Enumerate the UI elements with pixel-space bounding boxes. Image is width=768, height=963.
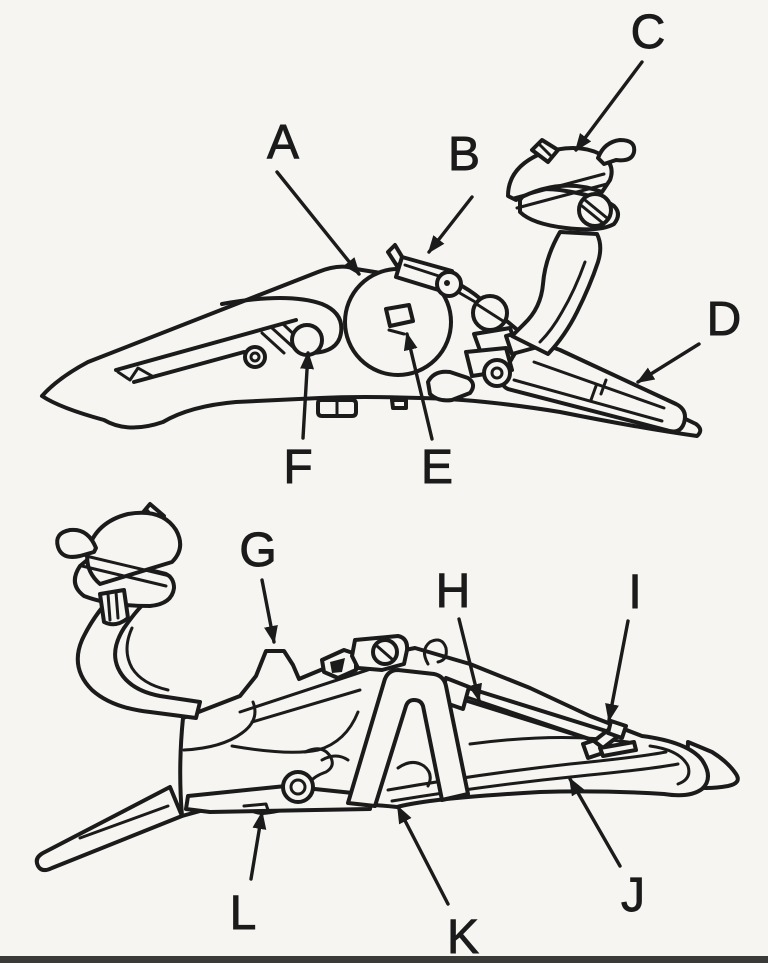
plate-tail-line xyxy=(78,804,170,840)
dog-spring-leaf-2 xyxy=(512,378,664,423)
callout-B: B xyxy=(427,128,480,254)
callout-arrow-A xyxy=(275,170,361,276)
plate-edge-inner-line-2 xyxy=(250,688,362,724)
bottom-edge-step xyxy=(242,802,270,812)
callout-D: D xyxy=(636,293,742,384)
wheel-axle-square xyxy=(384,303,415,328)
wheel-axle-mark xyxy=(387,328,406,336)
cock-neck xyxy=(510,230,603,356)
callout-letter-E: E xyxy=(421,441,453,494)
bottom-cock-neck-line xyxy=(125,626,170,692)
plate-interior-curve-1 xyxy=(182,700,257,752)
mainspring-stud-hole xyxy=(249,351,261,363)
plate-screw-slot xyxy=(476,303,505,323)
callout-K: K xyxy=(396,805,479,963)
spring-link-curve-2 xyxy=(320,754,350,762)
callout-A: A xyxy=(267,116,361,276)
pan-knob-dot xyxy=(444,280,450,286)
sear-arm-ring-hole xyxy=(289,778,307,796)
plate-end-inner-curve xyxy=(648,744,691,786)
callout-G: G xyxy=(239,524,278,644)
cock-jaw-gap-lines xyxy=(512,172,609,210)
lower-spring-leaf-1 xyxy=(386,750,668,792)
mainspring-hook xyxy=(220,296,344,355)
callout-letter-J: J xyxy=(621,869,645,922)
callout-arrow-K xyxy=(396,805,450,906)
callout-F: F xyxy=(283,351,315,494)
cock-spur xyxy=(596,138,637,166)
callout-arrow-E xyxy=(403,332,434,441)
sear-arm-ring xyxy=(281,770,315,804)
callout-arrow-J xyxy=(568,777,622,868)
bottom-cock-top-jaw xyxy=(85,510,183,586)
dog-spring-leaf-1 xyxy=(532,360,666,410)
scan-artifact-strip xyxy=(0,956,768,963)
callout-C: C xyxy=(574,6,666,152)
bridle-left-lug-wedge xyxy=(330,658,345,673)
dog-spring-notch xyxy=(589,378,608,402)
bottom-cock-spur xyxy=(55,527,98,559)
bottom-cock-jaw-screw xyxy=(98,588,130,627)
callout-letter-D: D xyxy=(707,293,742,346)
callout-letter-K: K xyxy=(447,911,479,963)
cock-pivot-ring xyxy=(482,358,512,388)
inner-mainspring-v xyxy=(346,668,470,808)
callout-J: J xyxy=(568,777,645,922)
cock-jaw-screw-slot xyxy=(580,198,609,226)
callout-arrow-I xyxy=(605,619,630,722)
pan-link-line xyxy=(456,290,479,305)
bottom-cock-jaw-screw-lines xyxy=(106,590,120,622)
callout-letter-H: H xyxy=(436,565,471,618)
plate-interior-bump xyxy=(303,747,334,786)
callout-I: I xyxy=(605,566,642,722)
callout-arrow-L xyxy=(249,811,267,881)
labels-layer: A B C D E FG H I J K L xyxy=(229,6,742,963)
callout-arrow-B xyxy=(427,195,474,254)
callout-letter-F: F xyxy=(283,441,312,494)
cock-neck-line xyxy=(538,260,587,344)
mainspring-stud-ring xyxy=(243,345,267,369)
callout-letter-B: B xyxy=(448,128,480,181)
spring-link-curve-1 xyxy=(396,761,432,788)
bottom-cock-jaw-gap-lines xyxy=(80,554,172,588)
top-plate-small-tab xyxy=(390,398,408,410)
mainspring-upper-arm xyxy=(114,318,298,372)
fork-lever-head xyxy=(606,719,628,740)
callout-E: E xyxy=(403,332,453,494)
callout-letter-I: I xyxy=(628,566,641,619)
bottom-view-drawing xyxy=(34,502,740,873)
callout-arrow-F xyxy=(300,351,315,440)
callout-letter-L: L xyxy=(230,887,257,940)
callout-arrow-C xyxy=(574,60,644,152)
cock-pivot-hole xyxy=(490,366,504,380)
mainspring-bend xyxy=(116,366,154,382)
cock-top-screw-stud-line xyxy=(538,143,552,157)
mainspring-ball xyxy=(290,323,324,357)
top-view-drawing xyxy=(40,138,703,438)
bridle-eye-screw-slot xyxy=(375,644,395,662)
callout-H: H xyxy=(435,565,482,702)
callout-arrow-D xyxy=(636,342,701,384)
bridle-right-curl xyxy=(423,638,448,666)
fork-lever-prong-2 xyxy=(598,740,638,758)
callout-arrow-G xyxy=(260,578,278,644)
callout-arrow-H xyxy=(457,617,482,702)
callout-letter-A: A xyxy=(267,116,299,169)
plate-foot-lug xyxy=(426,369,475,403)
callout-L: L xyxy=(229,811,267,940)
callout-letter-G: G xyxy=(239,524,276,577)
callout-letter-C: C xyxy=(631,6,666,59)
